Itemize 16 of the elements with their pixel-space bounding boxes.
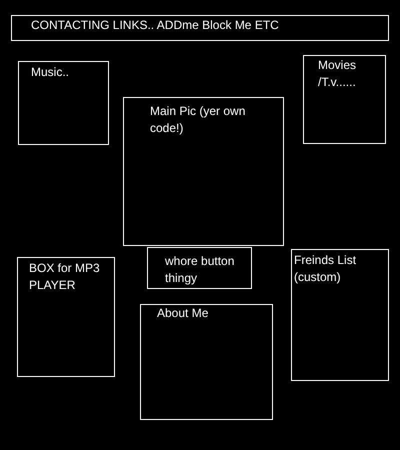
box-label: whore button thingy (165, 253, 236, 287)
layout-box (18, 61, 109, 145)
box-label: Freinds List (custom) (294, 252, 358, 286)
header-bar (11, 15, 389, 41)
layout-box (303, 55, 386, 144)
layout-box (147, 247, 252, 289)
box-label: Music.. (31, 64, 70, 81)
box-label: CONTACTING LINKS.. ADDme Block Me ETC (31, 17, 280, 34)
layout-box (140, 304, 273, 420)
layout-box (123, 97, 284, 246)
box-label: Movies /T.v...... (318, 57, 358, 91)
box-label: Main Pic (yer own code!) (150, 103, 246, 137)
box-label: BOX for MP3 PLAYER (29, 260, 101, 294)
layout-box (17, 257, 115, 377)
box-label: About Me (157, 305, 210, 322)
layout-box (291, 249, 389, 381)
